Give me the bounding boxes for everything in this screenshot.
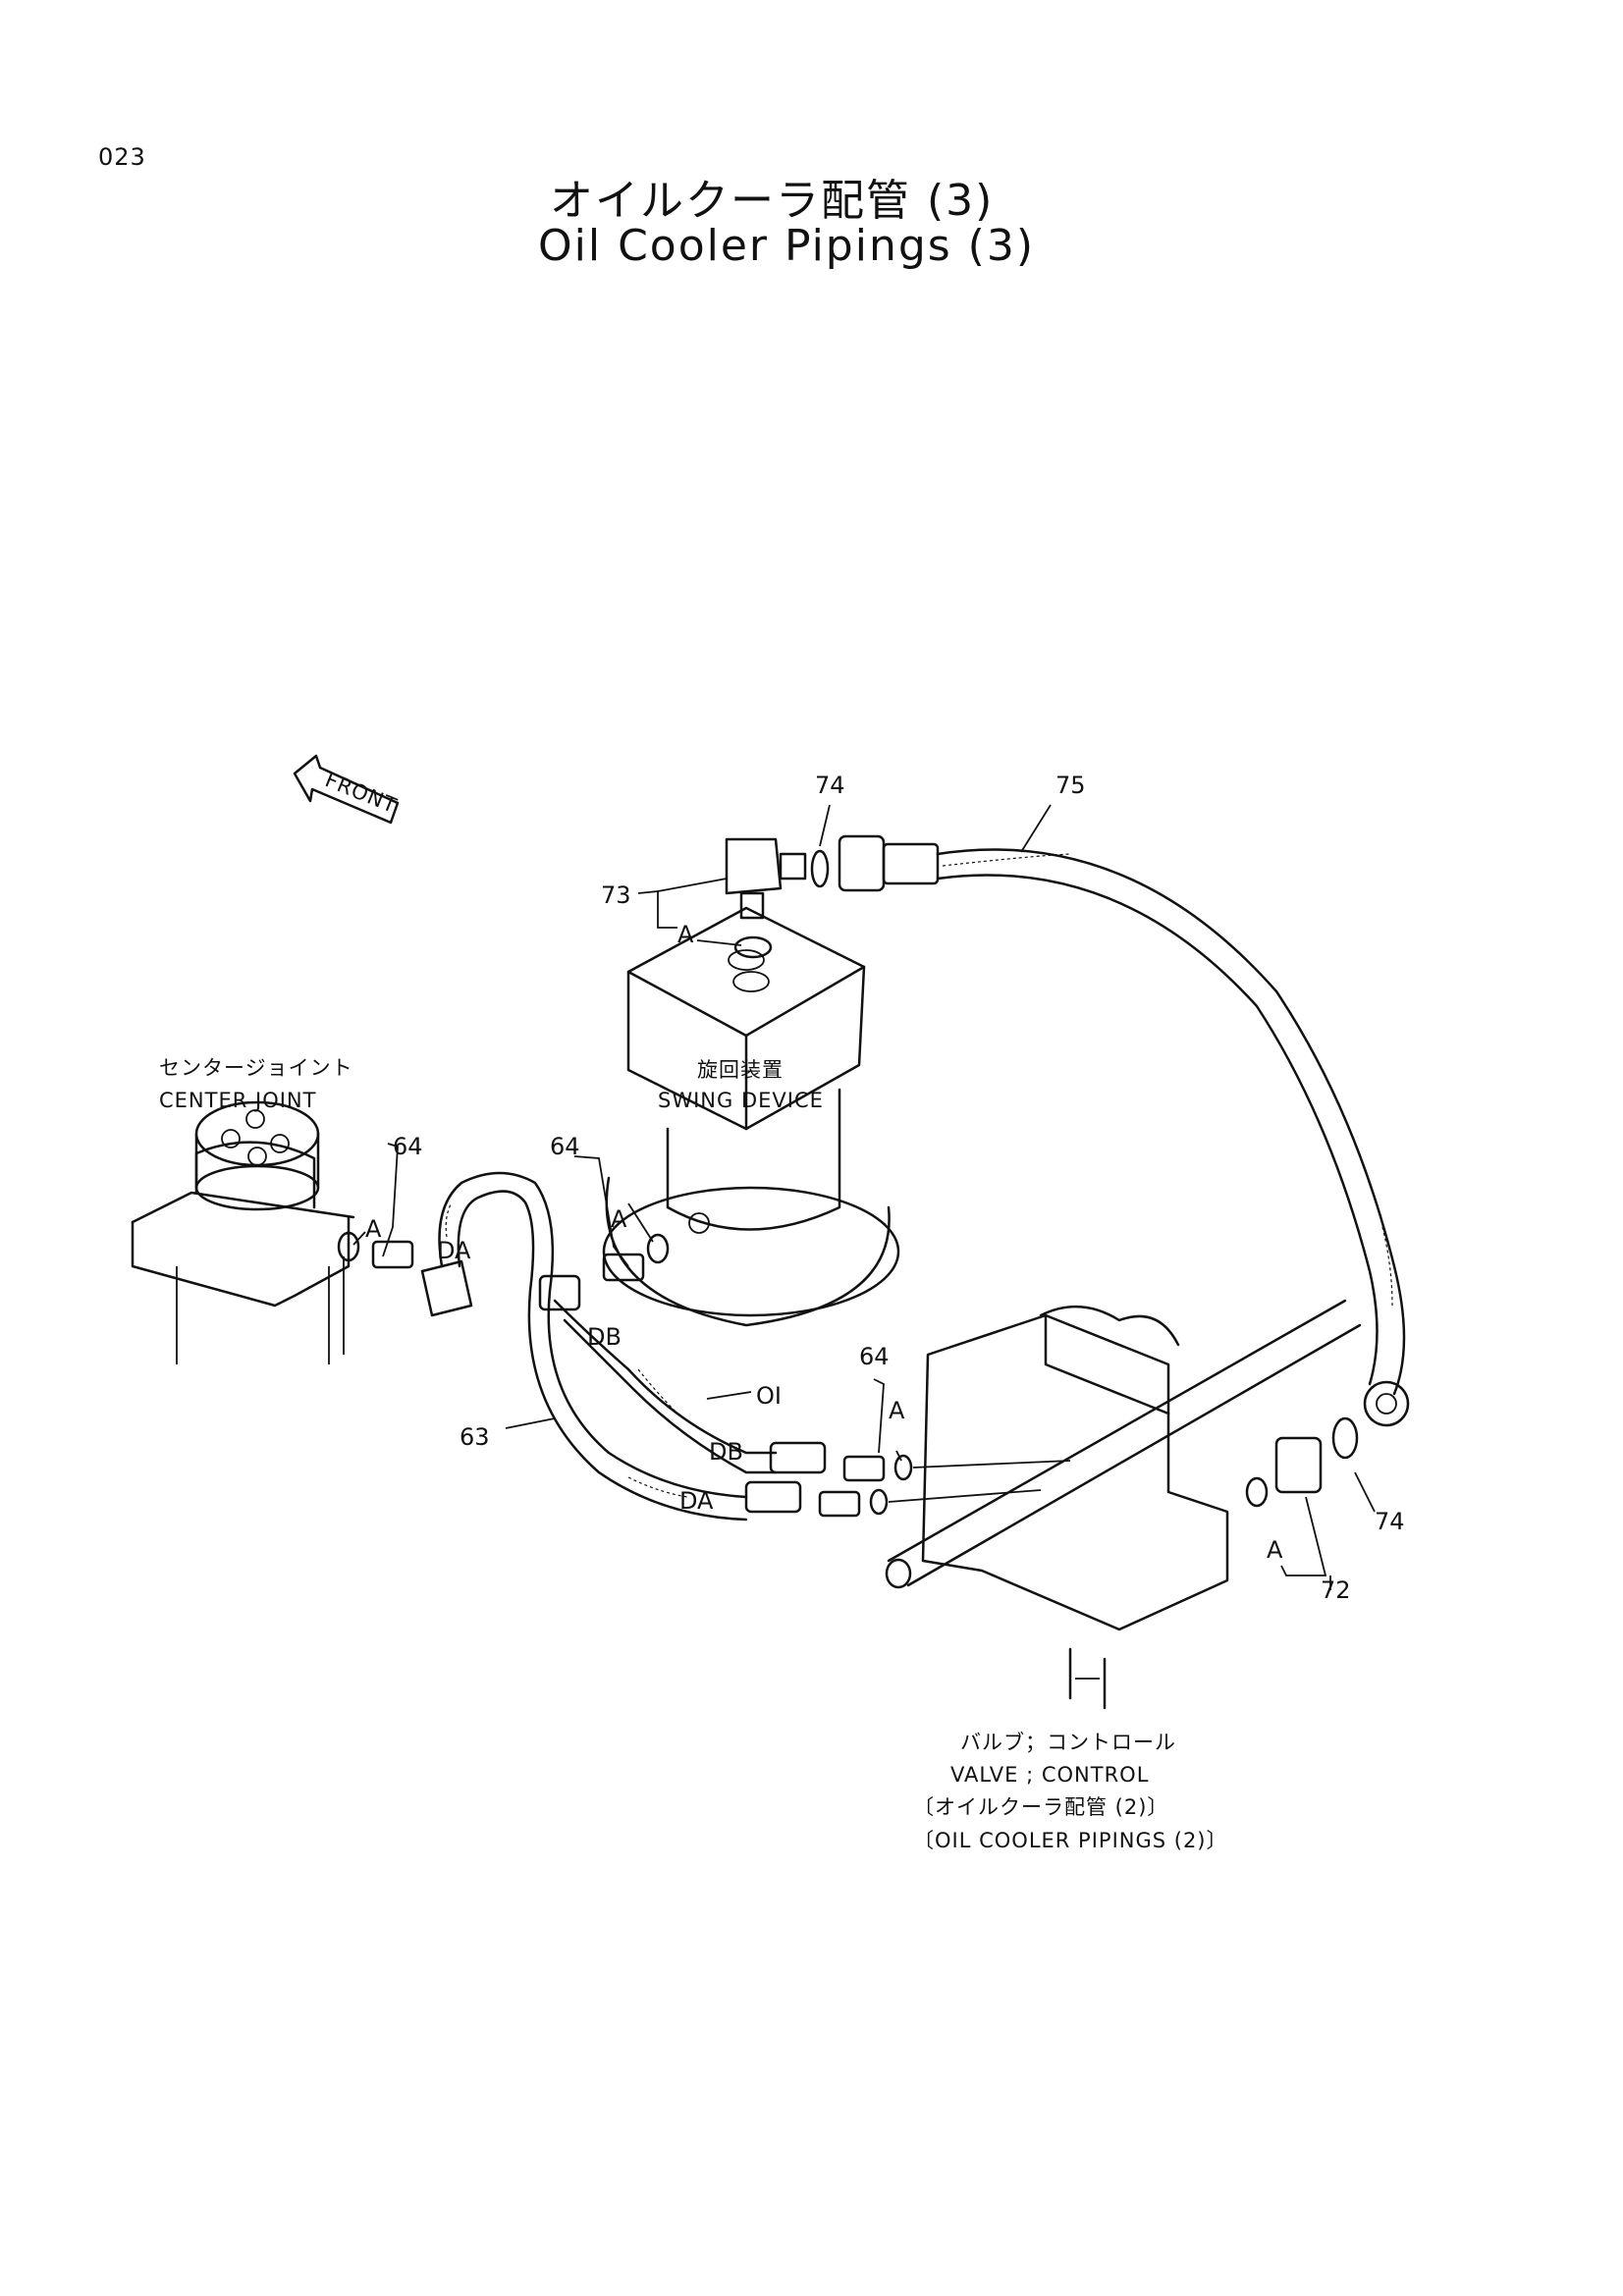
swing-device-label-en: SWING DEVICE xyxy=(658,1089,824,1112)
center-joint xyxy=(131,1100,355,1364)
callout-64-right: 64 xyxy=(859,1343,890,1370)
adapter-72 xyxy=(1245,1416,1359,1508)
callout-a-64-mid: A xyxy=(611,1205,627,1233)
control-valve-label-jp: バルブ；コントロール xyxy=(960,1731,1176,1754)
control-valve-ref-en: 〔OIL COOLER PIPINGS (2)〕 xyxy=(913,1829,1228,1852)
center-joint-label-jp: センタージョイント xyxy=(159,1056,353,1080)
callout-a-73: A xyxy=(677,921,694,948)
elbow-73 xyxy=(725,837,830,959)
callout-74-right: 74 xyxy=(1375,1508,1405,1535)
o-ring-74-top xyxy=(810,849,830,888)
callout-01: OI xyxy=(756,1382,782,1410)
fittings xyxy=(337,1231,913,1518)
callout-64-mid: 64 xyxy=(550,1133,580,1160)
center-joint-label-en: CENTER JOINT xyxy=(159,1089,316,1112)
hose-75 xyxy=(838,834,1410,1427)
callout-db-lower: DB xyxy=(709,1438,743,1466)
callout-da-upper: DA xyxy=(437,1237,471,1264)
leader-lines xyxy=(352,804,1376,1590)
control-valve xyxy=(921,1305,1229,1710)
callout-a-72: A xyxy=(1267,1536,1283,1564)
callout-75: 75 xyxy=(1055,772,1086,799)
callout-a-64-left: A xyxy=(365,1215,382,1243)
swing-device xyxy=(602,906,900,1327)
callout-74-top: 74 xyxy=(815,772,845,799)
front-arrow-icon: FRONT xyxy=(293,754,401,825)
callout-73: 73 xyxy=(601,881,631,909)
callout-63: 63 xyxy=(460,1423,490,1451)
callout-a-64-right: A xyxy=(889,1397,905,1424)
callout-64-left: 64 xyxy=(393,1133,423,1160)
page-number: 023 xyxy=(98,143,146,171)
cooler-pipe xyxy=(885,1299,1362,1589)
control-valve-ref-jp: 〔オイルクーラ配管 (2)〕 xyxy=(913,1795,1168,1819)
control-valve-label-en: VALVE ; CONTROL xyxy=(950,1763,1149,1787)
swing-device-label-jp: 旋回装置 xyxy=(697,1058,784,1082)
hoses-63-01 xyxy=(438,1171,827,1522)
o-ring-a-73 xyxy=(733,935,773,959)
callout-da-lower: DA xyxy=(679,1487,714,1515)
page-title-jp: オイルクーラ配管 (3) xyxy=(550,176,995,226)
page-title-en: Oil Cooler Pipings (3) xyxy=(538,221,1035,271)
callout-72: 72 xyxy=(1321,1576,1351,1604)
callout-db-upper: DB xyxy=(587,1323,622,1351)
